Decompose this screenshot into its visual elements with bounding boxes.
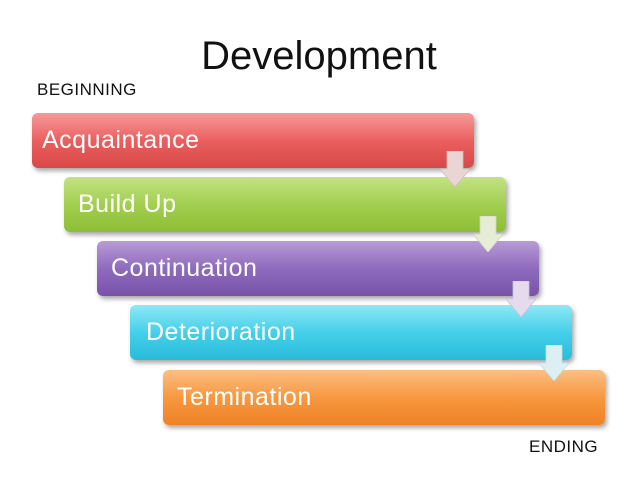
down-arrow-icon <box>539 345 569 381</box>
step-build-up: Build Up <box>64 177 506 232</box>
step-label: Deterioration <box>146 318 296 346</box>
beginning-label: BEGINNING <box>37 80 137 99</box>
step-continuation: Continuation <box>97 241 539 296</box>
step-label: Acquaintance <box>42 126 200 154</box>
step-label: Termination <box>177 383 312 411</box>
step-label: Continuation <box>111 254 258 282</box>
down-arrow-icon <box>506 281 536 317</box>
step-termination: Termination <box>163 370 605 425</box>
down-arrow-icon <box>440 151 470 187</box>
down-arrow-icon <box>473 216 503 252</box>
ending-label: ENDING <box>529 437 599 456</box>
step-label: Build Up <box>78 190 177 218</box>
step-acquaintance: Acquaintance <box>32 113 474 168</box>
step-deterioration: Deterioration <box>130 305 572 360</box>
diagram-title: Development <box>201 34 437 78</box>
